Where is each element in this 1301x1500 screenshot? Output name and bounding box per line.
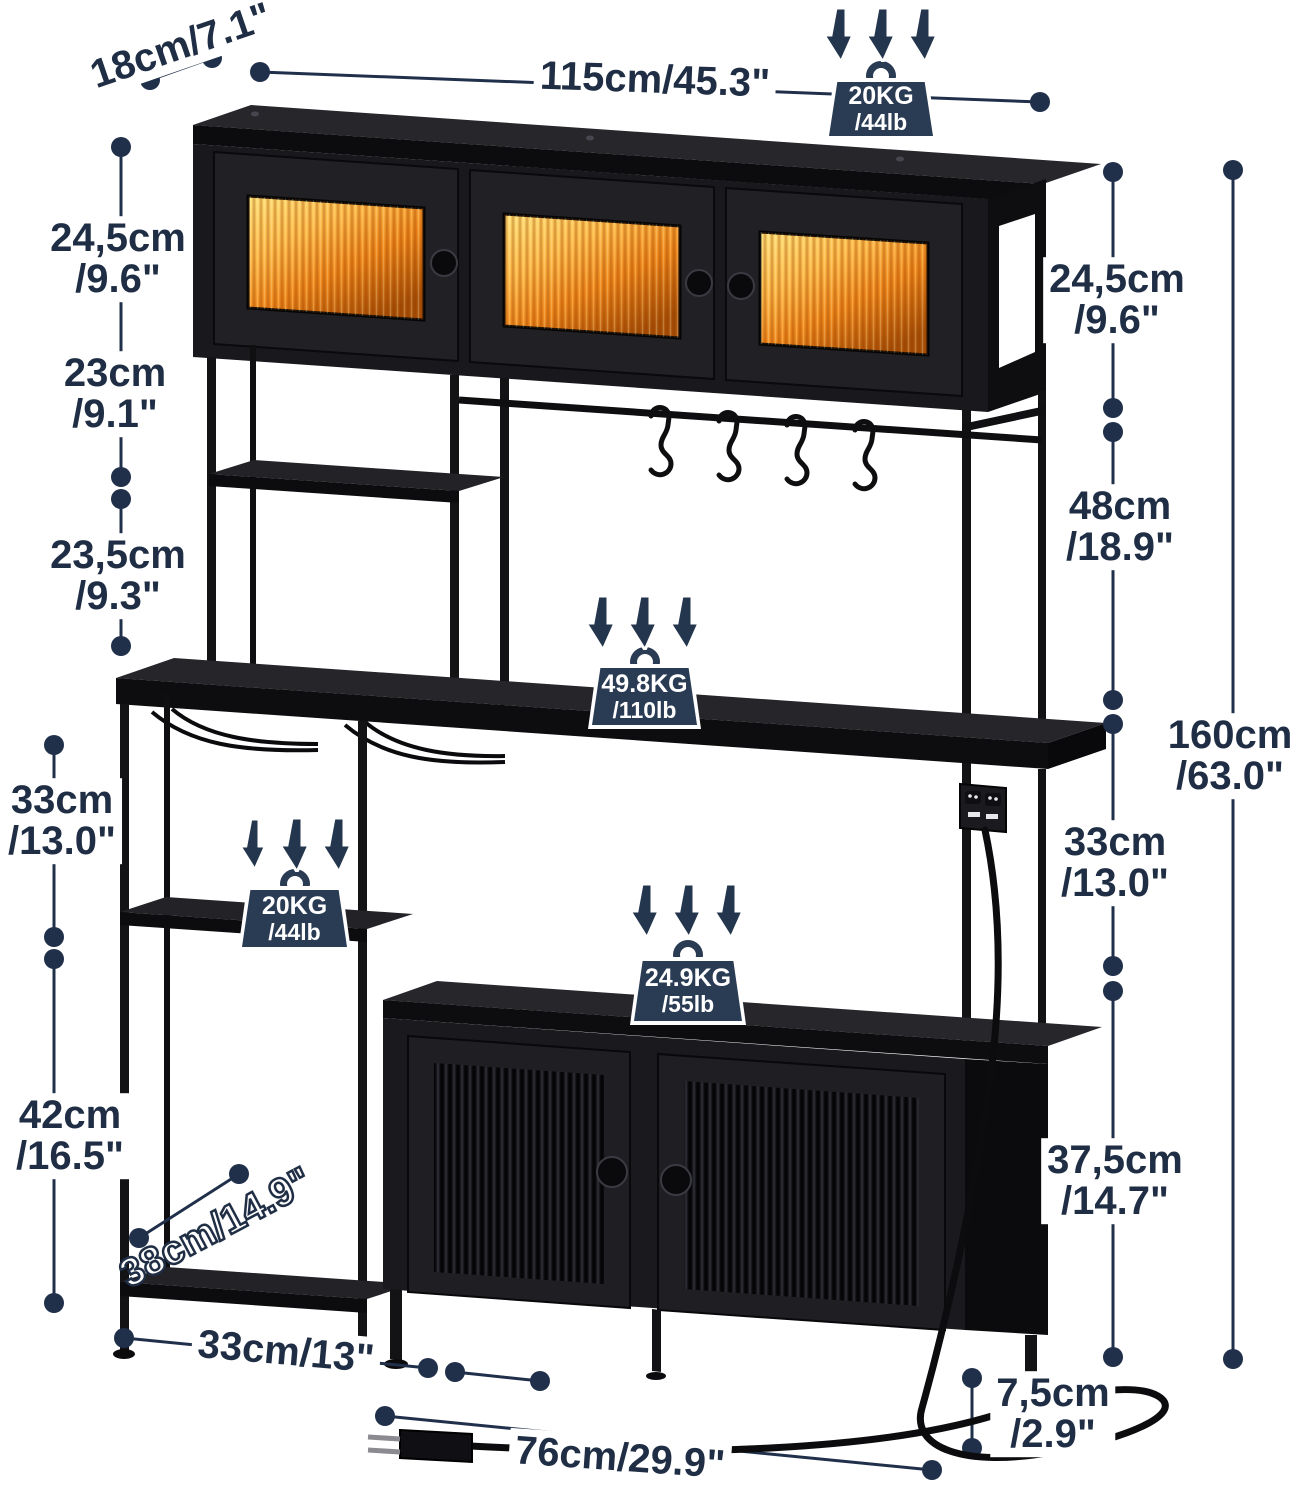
dim-hutch-right: 24,5cm/9.6" [1043, 257, 1191, 343]
load-arrows-hutch-top [822, 8, 940, 62]
upper-small-shelf [209, 460, 504, 503]
dim-width-top: 115cm/45.3" [533, 53, 777, 107]
capacity-value-lb: /110lb [612, 696, 677, 723]
capacity-value: 20KG [261, 891, 328, 920]
s-hook-icons [648, 405, 878, 492]
dim-hook-area: 48cm/18.9" [1060, 484, 1180, 570]
load-arrows-left-shelf [236, 818, 354, 872]
dim-shelf-gap2: 23,5cm/9.3" [44, 533, 192, 619]
door-knobs [430, 249, 755, 300]
hutch-side-opening [999, 214, 1035, 368]
hutch-door-2 [469, 168, 715, 381]
capacity-value: 24.9KG [644, 964, 732, 993]
capacity-value-lb: /55lb [661, 991, 715, 1018]
dim-shelf-gap1: 23cm/9.1" [57, 351, 173, 437]
cabinet-door-left [407, 1034, 631, 1310]
dim-under-counter-right: 33cm/13.0" [1055, 820, 1175, 906]
hutch-door-1 [213, 150, 459, 363]
load-arrows-cabinet-top [628, 884, 746, 938]
cabinet-knobs [596, 1156, 692, 1196]
capacity-value: 49.8KG [601, 669, 688, 698]
hutch-door-3 [725, 186, 963, 398]
capacity-badge-countertop: 49.8KG/110lb [588, 647, 701, 729]
dim-cabinet-height: 37,5cm/14.7" [1041, 1138, 1189, 1224]
power-strip [959, 782, 1007, 834]
power-plug-icon [367, 1428, 473, 1464]
capacity-badge-hutch-top: 20KG/44lb [825, 61, 937, 140]
hanging-rail [458, 396, 1043, 444]
dim-leg-height: 7,5cm/2.9" [990, 1371, 1116, 1457]
upper-frame [207, 345, 1046, 737]
lower-cabinet [383, 981, 1102, 1399]
dim-under-counter-left: 33cm/13.0" [2, 778, 122, 864]
capacity-value-lb: /44lb [854, 109, 908, 136]
capacity-value-lb: /44lb [268, 918, 321, 945]
cabinet-door-right [657, 1052, 946, 1332]
dim-hutch-left: 24,5cm/9.6" [44, 216, 192, 302]
dim-lower-shelf-gap: 42cm/16.5" [10, 1093, 130, 1179]
left-bottom-shelf [120, 1267, 413, 1313]
capacity-badge-cabinet-top: 24.9KG/55lb [630, 940, 746, 1025]
hutch-cabinet [193, 105, 1101, 412]
capacity-value: 20KG [848, 82, 914, 111]
dimension-dots [44, 48, 1243, 1480]
dim-total-height: 160cm/63.0" [1161, 713, 1299, 799]
load-arrows-countertop [584, 596, 702, 650]
capacity-badge-left-shelf: 20KG/44lb [238, 869, 351, 951]
right-lower-frame [962, 763, 1046, 1045]
